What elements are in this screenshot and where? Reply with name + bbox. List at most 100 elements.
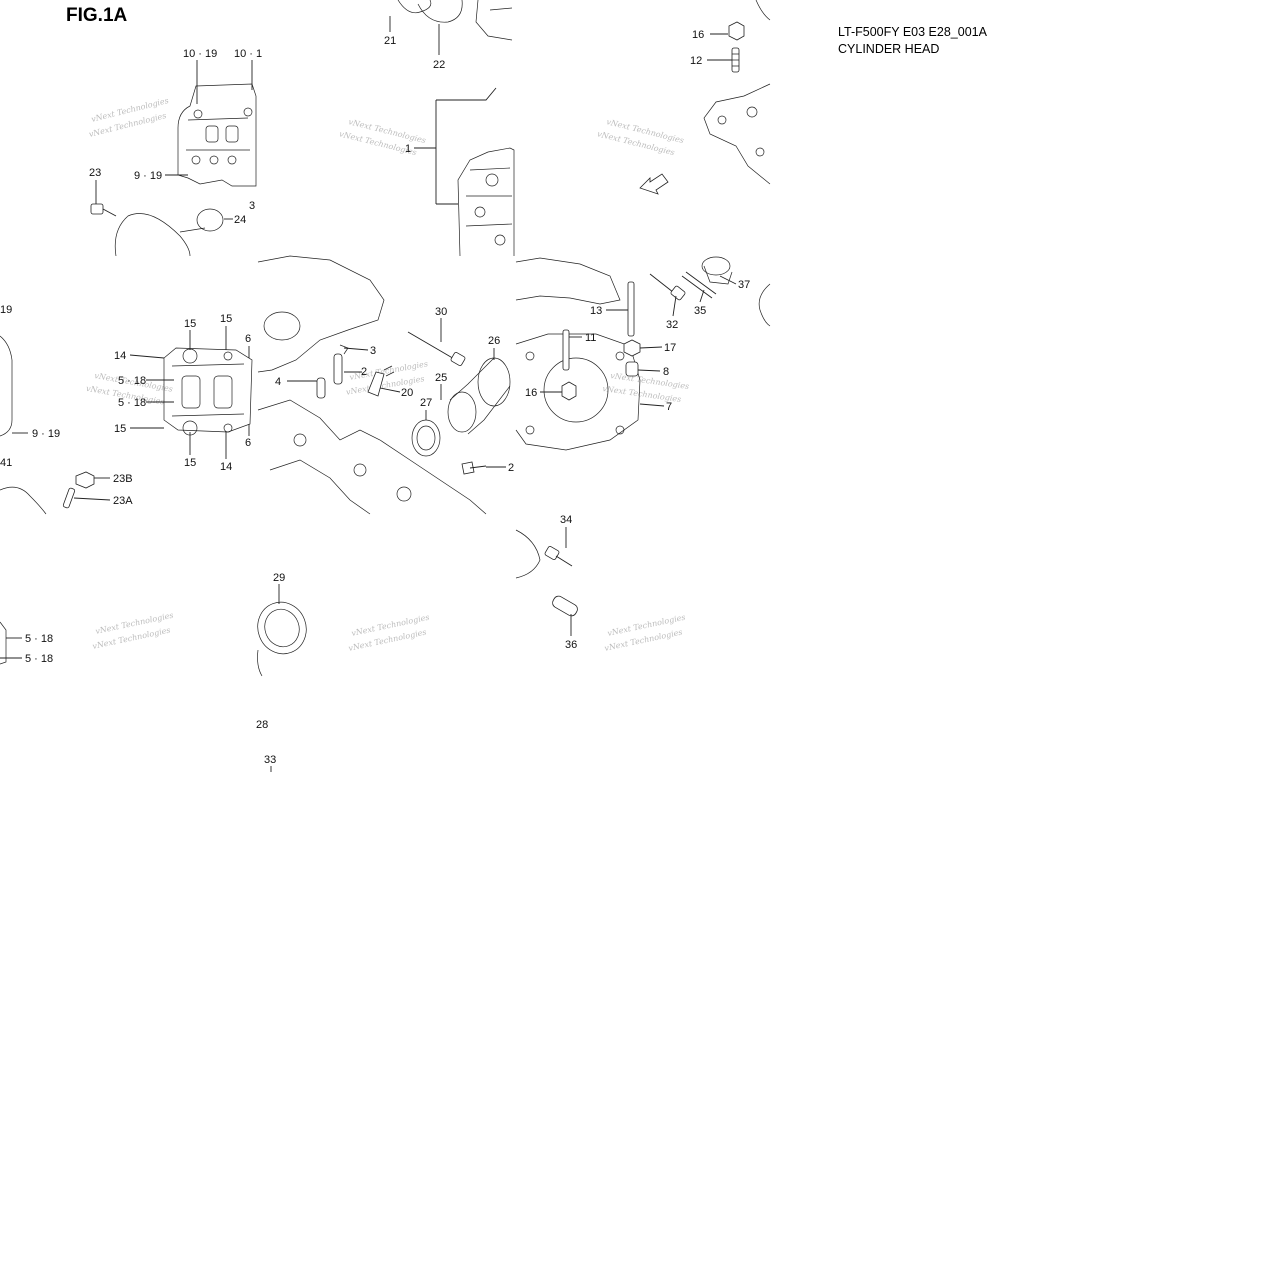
- callout-label: 10 · 1: [234, 48, 262, 60]
- callout-label: 13: [590, 305, 602, 317]
- callout-label: 37: [738, 279, 750, 291]
- bolt-34: [544, 546, 573, 567]
- cylinder-head: [397, 0, 515, 257]
- cylinder-head-cover: [177, 83, 257, 187]
- callout-label: 28: [256, 719, 268, 731]
- callout-labels: 21 22 16 12 10 · 19 10 · 1 1 9 · 19 23 2…: [0, 29, 750, 766]
- stud-12: [731, 47, 740, 73]
- bolt-23: [90, 203, 117, 217]
- callout-label: 27: [420, 397, 432, 409]
- callout-label: 5 · 18: [25, 633, 53, 645]
- callout-label: 10 · 19: [183, 48, 217, 60]
- callout-label: 23B: [113, 473, 133, 485]
- callout-label: 3: [249, 200, 255, 212]
- cover-edge-row3: [0, 621, 7, 665]
- leader-lines: [0, 16, 737, 772]
- callout-label: 23: [89, 167, 101, 179]
- callout-label: 14: [220, 461, 232, 473]
- model-code: LT-F500FY E03 E28_001A: [838, 25, 987, 39]
- callout-label: 41: [0, 457, 12, 469]
- callout-label: 25: [435, 372, 447, 384]
- callout-label: 16: [525, 387, 537, 399]
- nut-23B: [75, 471, 95, 489]
- callout-label: 16: [692, 29, 704, 41]
- callout-label: 36: [565, 639, 577, 651]
- fwd-arrow: [639, 173, 669, 195]
- callout-label: 15: [184, 318, 196, 330]
- callout-label: 20: [401, 387, 413, 399]
- callout-label: 5 · 18: [118, 397, 146, 409]
- callout-label: 5 · 18: [118, 375, 146, 387]
- stud-13: [627, 281, 635, 337]
- dowel-8: [625, 361, 639, 377]
- callout-label: 35: [694, 305, 706, 317]
- callout-label: 23A: [113, 495, 133, 507]
- callout-label: 21: [384, 35, 396, 47]
- callout-label: 5 · 18: [25, 653, 53, 665]
- callout-label: 12: [690, 55, 702, 67]
- nut-16-top: [728, 21, 745, 41]
- intake-pipe-26: [447, 357, 511, 435]
- section-title: CYLINDER HEAD: [838, 42, 940, 56]
- stud-35: [681, 271, 717, 299]
- callout-label: 4: [275, 376, 281, 388]
- head-cover-gasket: [0, 335, 253, 437]
- bracket-left: [515, 529, 541, 579]
- washer-17: [623, 339, 641, 357]
- callout-label: 7: [666, 401, 672, 413]
- water-fitting: [515, 256, 771, 327]
- callout-label: 2: [508, 462, 514, 474]
- nut-16: [561, 381, 577, 401]
- callout-label: 6: [245, 333, 251, 345]
- callout-label: 29: [273, 572, 285, 584]
- cover-edge-left: [0, 486, 47, 515]
- cylinder-gasket: [515, 333, 641, 451]
- callout-label: 11: [585, 332, 596, 344]
- bolt-32: [649, 273, 686, 301]
- stud-11: [562, 329, 570, 371]
- callout-label: 32: [666, 319, 678, 331]
- callout-label: 9 · 19: [134, 170, 162, 182]
- callout-label: 6: [245, 437, 251, 449]
- callout-label: 2: [361, 366, 367, 378]
- callout-label: 30: [435, 306, 447, 318]
- callout-label: 24: [234, 214, 246, 226]
- callout-label: 33: [264, 754, 276, 766]
- screw-28: [461, 461, 487, 475]
- callout-label: 15: [184, 457, 196, 469]
- callout-label: 22: [433, 59, 445, 71]
- callout-label: 8: [663, 366, 669, 378]
- callout-label: 15: [220, 313, 232, 325]
- callout-label: 26: [488, 335, 500, 347]
- figure-title: FIG.1A: [66, 5, 128, 26]
- callout-label: 3: [370, 345, 376, 357]
- thermostat-cover: [114, 213, 206, 257]
- callout-label: 1: [405, 143, 411, 155]
- cap-24: [196, 208, 224, 232]
- callout-label: 9 · 19: [32, 428, 60, 440]
- callout-label: 14: [114, 350, 126, 362]
- o-ring-27: [411, 419, 441, 457]
- cylinder-block: [257, 255, 487, 515]
- valve-parts: [316, 344, 395, 399]
- head-gasket-top: [703, 0, 771, 185]
- bolt-30: [407, 331, 466, 366]
- callout-label: 17: [664, 342, 676, 354]
- collar-36: [552, 595, 578, 617]
- stud-23A: [62, 487, 76, 509]
- callout-label: 34: [560, 514, 572, 526]
- callout-label: 19: [0, 304, 12, 316]
- callout-label: 15: [114, 423, 126, 435]
- clamp-29: [257, 601, 307, 677]
- diagram-metadata: LT-F500FY E03 E28_001A CYLINDER HEAD: [838, 24, 987, 58]
